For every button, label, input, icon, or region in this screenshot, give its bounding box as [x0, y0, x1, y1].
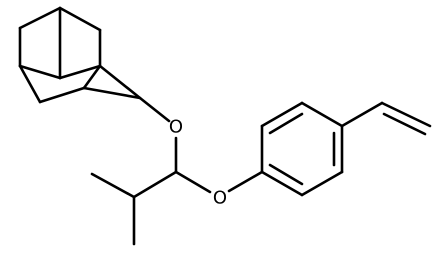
bond — [18, 6, 62, 30]
atom-label: O — [169, 117, 183, 138]
bond — [380, 101, 432, 128]
oxygen-atom-1: O — [169, 117, 183, 138]
oxygen-atom-2: O — [213, 188, 227, 209]
bond — [300, 101, 344, 128]
bond — [58, 64, 102, 80]
benzene-ring — [260, 101, 344, 197]
bond — [82, 64, 102, 90]
bond — [340, 101, 384, 128]
adamantyl-group — [18, 6, 142, 104]
bond — [98, 64, 142, 100]
bond-acetal-oxygen — [174, 170, 212, 194]
bond — [260, 170, 304, 197]
bond — [90, 172, 136, 199]
atom-label: O — [213, 188, 227, 209]
bond — [38, 86, 86, 104]
bond — [58, 6, 102, 32]
isopropyl-group — [90, 170, 178, 246]
bond — [382, 112, 427, 136]
aromatic-inner-bond — [268, 163, 304, 186]
bond — [300, 170, 344, 197]
vinyl-group — [340, 101, 432, 136]
bond — [132, 170, 178, 199]
bond — [18, 64, 62, 80]
bond-oxygen-aryl — [227, 170, 264, 193]
aromatic-inner-bond — [268, 112, 304, 135]
bond — [18, 64, 42, 104]
bond — [82, 86, 142, 100]
bond — [260, 101, 304, 128]
bond-adamantyl-oxygen — [138, 96, 171, 123]
